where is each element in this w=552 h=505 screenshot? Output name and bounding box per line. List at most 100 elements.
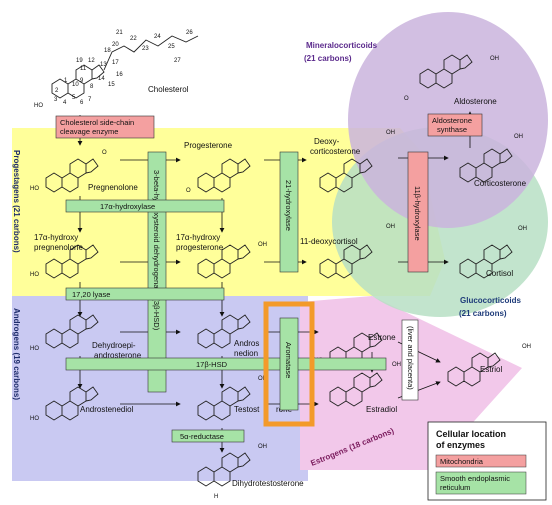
estradiol-oh-label: OH bbox=[392, 362, 401, 368]
carbon-number: 22 bbox=[130, 36, 137, 42]
enzyme-box-liver-placenta bbox=[401, 319, 419, 401]
liver-placenta-box: (liver and placenta) bbox=[401, 319, 419, 401]
compound-corticosterone: Corticosterone bbox=[474, 179, 527, 188]
enzyme-box-17b-hsd bbox=[65, 357, 387, 371]
enzyme-17a-hydroxylase: 17α-hydroxylase bbox=[100, 202, 155, 211]
enzyme-21-hydroxylase: 21-hydroxylase bbox=[284, 180, 293, 231]
hsd17b-box: 17β-HSD bbox=[65, 357, 387, 371]
enzyme-box-aromatase bbox=[279, 317, 299, 411]
enzyme-5a-reductase: 5α-reductase bbox=[180, 432, 224, 441]
aldosterone-o-label: O bbox=[404, 96, 409, 102]
aldosterone-oh-label: OH bbox=[490, 56, 499, 62]
enzyme-box-side-chain bbox=[55, 115, 155, 139]
carbon-number: 11 bbox=[80, 66, 87, 72]
testosterone-oh-label: OH bbox=[258, 376, 267, 382]
compound-hydroxyprogesterone-1: 17α-hydroxy bbox=[176, 233, 220, 242]
enzyme-box-aldosterone-synthase bbox=[427, 113, 483, 137]
enzyme-17b-hsd: 17β-HSD bbox=[196, 360, 228, 369]
enzyme-3b-hsd: 3-beta-hydroxysteroid dehydrogenase (3β-… bbox=[152, 170, 161, 331]
carbon-number: 25 bbox=[168, 44, 175, 50]
compound-androstenediol: Androstenediol bbox=[80, 405, 134, 414]
compound-estradiol: Estradiol bbox=[366, 405, 397, 414]
carbon-number: 24 bbox=[154, 34, 161, 40]
enzyme-liver-placenta: (liver and placenta) bbox=[406, 326, 415, 390]
enzyme-box-17a-hydroxylase bbox=[65, 199, 225, 213]
group-label-glucocorticoids-sub: (21 carbons) bbox=[459, 309, 507, 318]
carbon-number: 2 bbox=[55, 88, 59, 94]
compound-dhea-1: Dehydroepi- bbox=[92, 341, 136, 350]
hydroxyprogesterone-oh-label: OH bbox=[258, 242, 267, 248]
carbon-number: 14 bbox=[98, 76, 105, 82]
compound-progesterone: Progesterone bbox=[184, 141, 233, 150]
carbon-number: 15 bbox=[108, 82, 115, 88]
deoxycortisol-oh-label: OH bbox=[386, 224, 395, 230]
compound-hydroxyprogesterone-2: progesterone bbox=[176, 243, 224, 252]
enzyme-11b-hydroxylase: 11β-hydroxylase bbox=[413, 186, 422, 241]
legend-label-smooth-er-1: Smooth endoplasmic bbox=[440, 474, 510, 483]
compound-estrone: Estrone bbox=[368, 333, 396, 342]
legend: Cellular location of enzymes Mitochondri… bbox=[427, 421, 547, 501]
compound-cholesterol: Cholesterol bbox=[148, 85, 189, 94]
enzyme-aromatase: Aromatase bbox=[284, 342, 293, 378]
legend-label-smooth-er-2: reticulum bbox=[440, 483, 470, 492]
enzyme-aldosterone-synthase-line2: synthase bbox=[437, 125, 467, 134]
carbon-number: 5 bbox=[72, 95, 76, 101]
compound-pregnenolone: Pregnenolone bbox=[88, 183, 138, 192]
compound-estriol: Estriol bbox=[480, 365, 502, 374]
enzyme-17-20-lyase: 17,20 lyase bbox=[72, 290, 110, 299]
enzyme-box-11b-hydroxylase bbox=[407, 151, 429, 273]
dihydrotestosterone-h-label: H bbox=[214, 494, 218, 500]
carbon-number: 8 bbox=[90, 84, 94, 90]
compound-deoxycorticosterone-2: corticosterone bbox=[310, 147, 361, 156]
carbon-number: 20 bbox=[112, 42, 119, 48]
pregnenolone-ho-label: HO bbox=[30, 186, 39, 192]
cholesterol-ho-label: HO bbox=[34, 103, 43, 109]
carbon-number: 10 bbox=[72, 82, 79, 88]
group-label-mineralocorticoids: Mineralocorticoids bbox=[306, 41, 378, 50]
group-label-progestagens: Progestagens (21 carbons) bbox=[12, 150, 21, 253]
side-chain-enzyme-box: Cholesterol side-chain cleavage enzyme bbox=[55, 115, 155, 139]
carbon-number: 4 bbox=[63, 100, 67, 106]
compound-androstenedione-2: nedion bbox=[234, 349, 258, 358]
carbon-number: 7 bbox=[88, 97, 92, 103]
aromatase-highlight bbox=[263, 301, 315, 427]
compound-cortisol: Cortisol bbox=[486, 269, 513, 278]
reductase-5a-box: 5α-reductase bbox=[171, 429, 245, 443]
estriol-oh-label: OH bbox=[522, 344, 531, 350]
enzyme-aldosterone-synthase-line1: Aldosterone bbox=[432, 116, 472, 125]
compound-testosterone-1: Testost bbox=[234, 405, 260, 414]
corticosterone-oh-label: OH bbox=[514, 134, 523, 140]
deoxycorticosterone-oh-label: OH bbox=[386, 130, 395, 136]
carbon-number: 13 bbox=[100, 62, 107, 68]
compound-aldosterone: Aldosterone bbox=[454, 97, 497, 106]
compound-dhea-2: androsterone bbox=[94, 351, 142, 360]
legend-title-line1: Cellular location bbox=[436, 429, 506, 439]
cholesterol-carbon-numbers: 1 2 3 4 5 6 7 8 9 10 11 12 13 14 15 16 1… bbox=[54, 30, 193, 106]
enzyme-side-chain-line2: cleavage enzyme bbox=[60, 127, 118, 136]
carbon-number: 16 bbox=[116, 72, 123, 78]
androstenediol-ho-label: HO bbox=[30, 416, 39, 422]
dihydrotestosterone-oh-label: OH bbox=[258, 444, 267, 450]
group-label-glucocorticoids: Glucocorticoids bbox=[460, 296, 521, 305]
pregnenolone-o-label: O bbox=[102, 150, 107, 156]
carbon-number: 17 bbox=[112, 60, 119, 66]
legend-title-line2: of enzymes bbox=[436, 440, 485, 450]
progesterone-o-label: O bbox=[186, 188, 191, 194]
hydroxylase-21-box: 21-hydroxylase bbox=[279, 151, 299, 273]
carbon-number: 9 bbox=[80, 78, 84, 84]
hydroxylase-11b-box: 11β-hydroxylase bbox=[407, 151, 429, 273]
enzyme-box-17-20-lyase bbox=[65, 287, 225, 301]
legend-swatch-mitochondria bbox=[435, 454, 527, 468]
compound-dihydrotestosterone: Dihydrotestosterone bbox=[232, 479, 304, 488]
compound-hydroxypregnenolone-2: pregnenolone bbox=[34, 243, 83, 252]
legend-label-mitochondria: Mitochondria bbox=[440, 457, 484, 466]
carbon-number: 18 bbox=[104, 48, 111, 54]
compound-androstenedione-1: Andros bbox=[234, 339, 259, 348]
lyase-1720-box: 17,20 lyase bbox=[65, 287, 225, 301]
carbon-number: 12 bbox=[88, 58, 95, 64]
carbon-number: 21 bbox=[116, 30, 123, 36]
carbon-number: 27 bbox=[174, 58, 181, 64]
enzyme-box-5a-reductase bbox=[171, 429, 245, 443]
